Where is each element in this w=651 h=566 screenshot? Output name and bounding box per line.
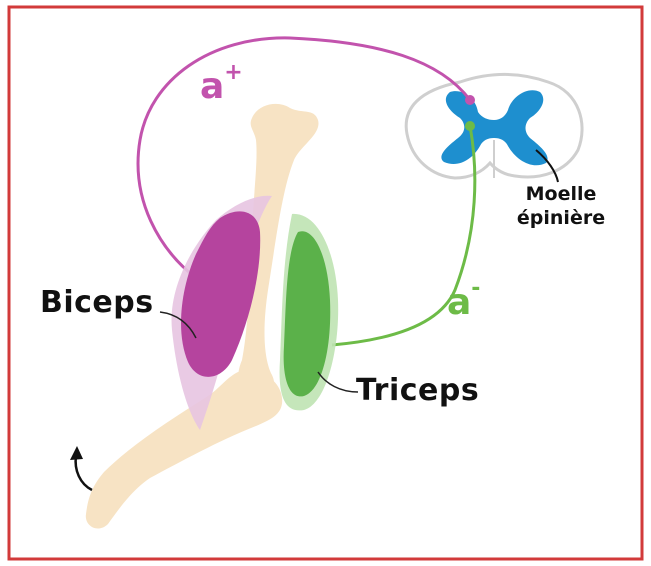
agonist-sign: + [224, 60, 242, 85]
triceps-label: Triceps [356, 373, 479, 408]
antagonist-base: a [447, 282, 471, 323]
agonist-motor-neuron-label: a+ [200, 66, 243, 107]
spinal-cord-label-line2: épinière [508, 206, 614, 230]
antagonist-nerve-node [465, 121, 475, 131]
biceps-label: Biceps [40, 285, 154, 320]
antagonist-sign: - [471, 276, 480, 301]
agonist-nerve-node [465, 95, 475, 105]
agonist-base: a [200, 66, 224, 107]
spinal-cord [406, 75, 582, 183]
antagonist-motor-neuron-label: a- [447, 282, 480, 323]
spinal-cord-label-line1: Moelle [508, 182, 614, 206]
spinal-cord-label: Moelle épinière [508, 182, 614, 230]
